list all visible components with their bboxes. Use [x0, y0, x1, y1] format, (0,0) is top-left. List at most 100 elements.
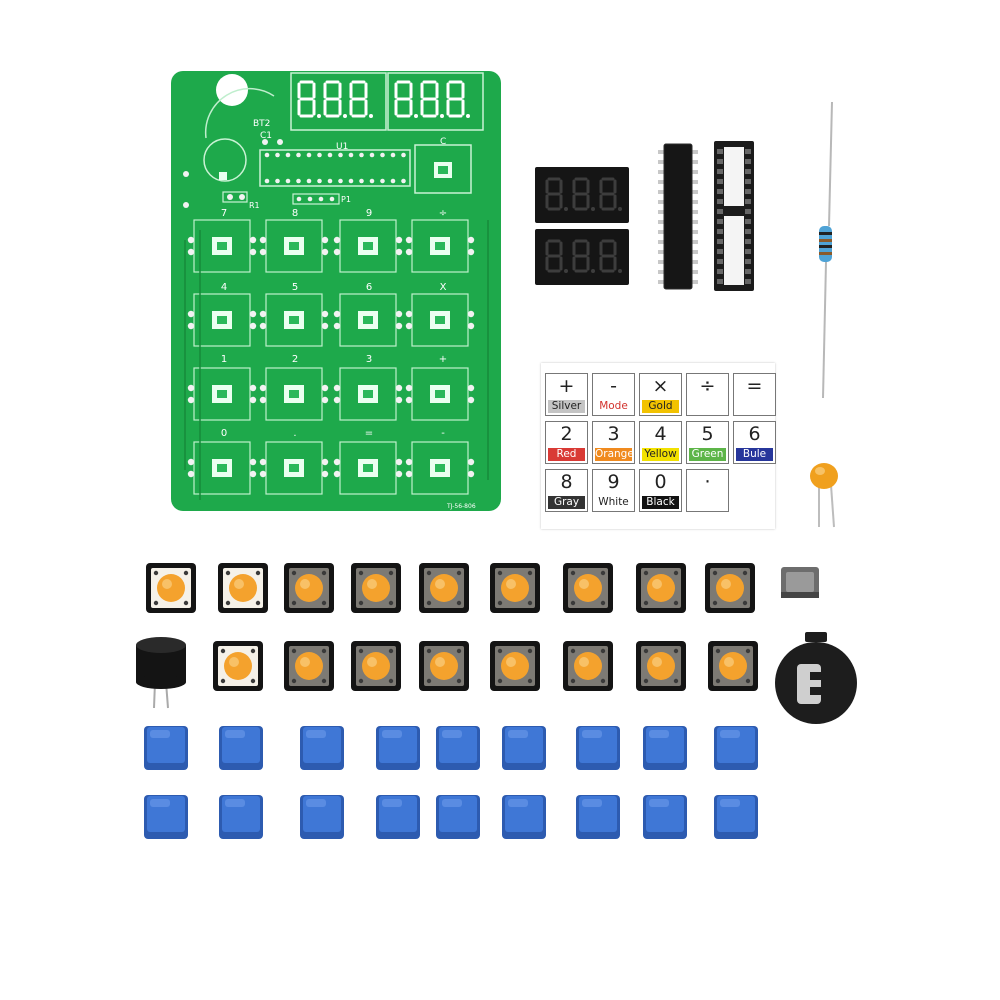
sticker-symbol: 8 [560, 471, 573, 493]
pcb-key-footprint: 0 [187, 428, 257, 495]
blue-key-cap [144, 795, 188, 839]
tact-switch [284, 641, 334, 691]
tact-switch [563, 641, 613, 691]
tact-switch [284, 563, 334, 613]
sticker-color-label [736, 400, 773, 413]
sticker-cell: = [733, 373, 776, 416]
pcb-key-footprint: ÷ [405, 208, 475, 273]
sticker-color-label: Gray [548, 496, 585, 509]
pcb-seven-seg-digit [323, 80, 347, 118]
tact-switch [419, 563, 469, 613]
blue-key-cap [219, 795, 263, 839]
tact-switches [146, 563, 758, 691]
sticker-color-label: Green [689, 448, 726, 461]
tact-switch [708, 641, 758, 691]
pcb-key-footprint: 9 [333, 208, 403, 273]
tact-switch [351, 563, 401, 613]
pcb-label-header: P1 [341, 195, 351, 204]
tact-switch [351, 641, 401, 691]
pcb-key-footprint: 4 [187, 282, 257, 347]
pcb-key-footprint: 7 [187, 208, 257, 273]
sticker-cell: + Silver [545, 373, 588, 416]
dip-28-chip [658, 143, 698, 290]
blue-key-cap [714, 795, 758, 839]
seven-seg-digit [599, 177, 622, 211]
blue-key-cap [643, 795, 687, 839]
seven-seg-digit [599, 239, 622, 273]
sticker-symbol: × [652, 375, 669, 397]
sticker-symbol: 4 [654, 423, 667, 445]
tact-switch [705, 563, 755, 613]
sticker-color-label: Red [548, 448, 585, 461]
pcb-seven-seg-digit [394, 80, 418, 118]
slide-switch [781, 567, 819, 598]
sticker-color-label: Orange [595, 448, 634, 461]
sticker-color-label: Mode [595, 400, 632, 413]
pcb-key-label: 0 [221, 428, 227, 439]
color-band-resistor [819, 101, 833, 399]
blue-key-cap [144, 726, 188, 770]
tact-switch [213, 641, 263, 691]
blue-key-cap [502, 726, 546, 770]
pcb-key-label: 4 [221, 282, 227, 293]
buzzer [136, 637, 186, 709]
pcb-key-label: + [439, 354, 447, 365]
sticker-symbol: - [610, 375, 617, 397]
tact-switch [490, 641, 540, 691]
tact-switch [563, 563, 613, 613]
pcb-key-footprint: 1 [187, 354, 257, 421]
sticker-cell: × Gold [639, 373, 682, 416]
blue-key-cap [576, 726, 620, 770]
sticker-cell: ÷ [686, 373, 729, 416]
pcb-key-label: 9 [366, 208, 372, 219]
pcb-key-footprint: . [259, 428, 329, 495]
pcb-key-label: 8 [292, 208, 298, 219]
seven-seg-digit [572, 239, 595, 273]
seven-seg-digit [545, 177, 568, 211]
tact-switch [419, 641, 469, 691]
blue-key-cap [436, 726, 480, 770]
pcb-key-label: 7 [221, 208, 227, 219]
pcb-key-label: 5 [292, 282, 298, 293]
sticker-symbol: ÷ [699, 375, 716, 397]
pcb-key-footprint: 5 [259, 282, 329, 347]
pcb-key-footprint: = [333, 428, 403, 495]
coin-cell-holder [775, 632, 857, 724]
pcb-key-label: 1 [221, 354, 227, 365]
pcb-seven-seg-digit [349, 80, 373, 118]
battery-cutout [216, 74, 248, 106]
sticker-color-label: Bule [736, 448, 773, 461]
pcb-board-code: TJ-56-806 [446, 503, 476, 510]
sticker-color-label: White [595, 496, 632, 509]
sticker-symbol: 2 [560, 423, 573, 445]
tact-switch [636, 563, 686, 613]
sticker-color-label [689, 400, 726, 413]
display-modules [535, 167, 629, 285]
sticker-symbol: + [558, 375, 575, 397]
blue-key-cap [436, 795, 480, 839]
pcb-key-footprint: + [405, 354, 475, 421]
sticker-color-label: Yellow [642, 448, 679, 461]
pcb-key-label: - [441, 428, 445, 439]
blue-key-cap [576, 795, 620, 839]
blue-key-cap [502, 795, 546, 839]
pcb-key-footprint: 8 [259, 208, 329, 273]
tact-switch [218, 563, 268, 613]
pcb-key-footprint: 2 [259, 354, 329, 421]
sticker-color-label: Silver [548, 400, 585, 413]
sticker-color-label: Gold [642, 400, 679, 413]
pcb-key-footprint: 6 [333, 282, 403, 347]
pcb-label-resistor: R1 [249, 201, 260, 210]
pcb-key-label: = [365, 428, 373, 439]
